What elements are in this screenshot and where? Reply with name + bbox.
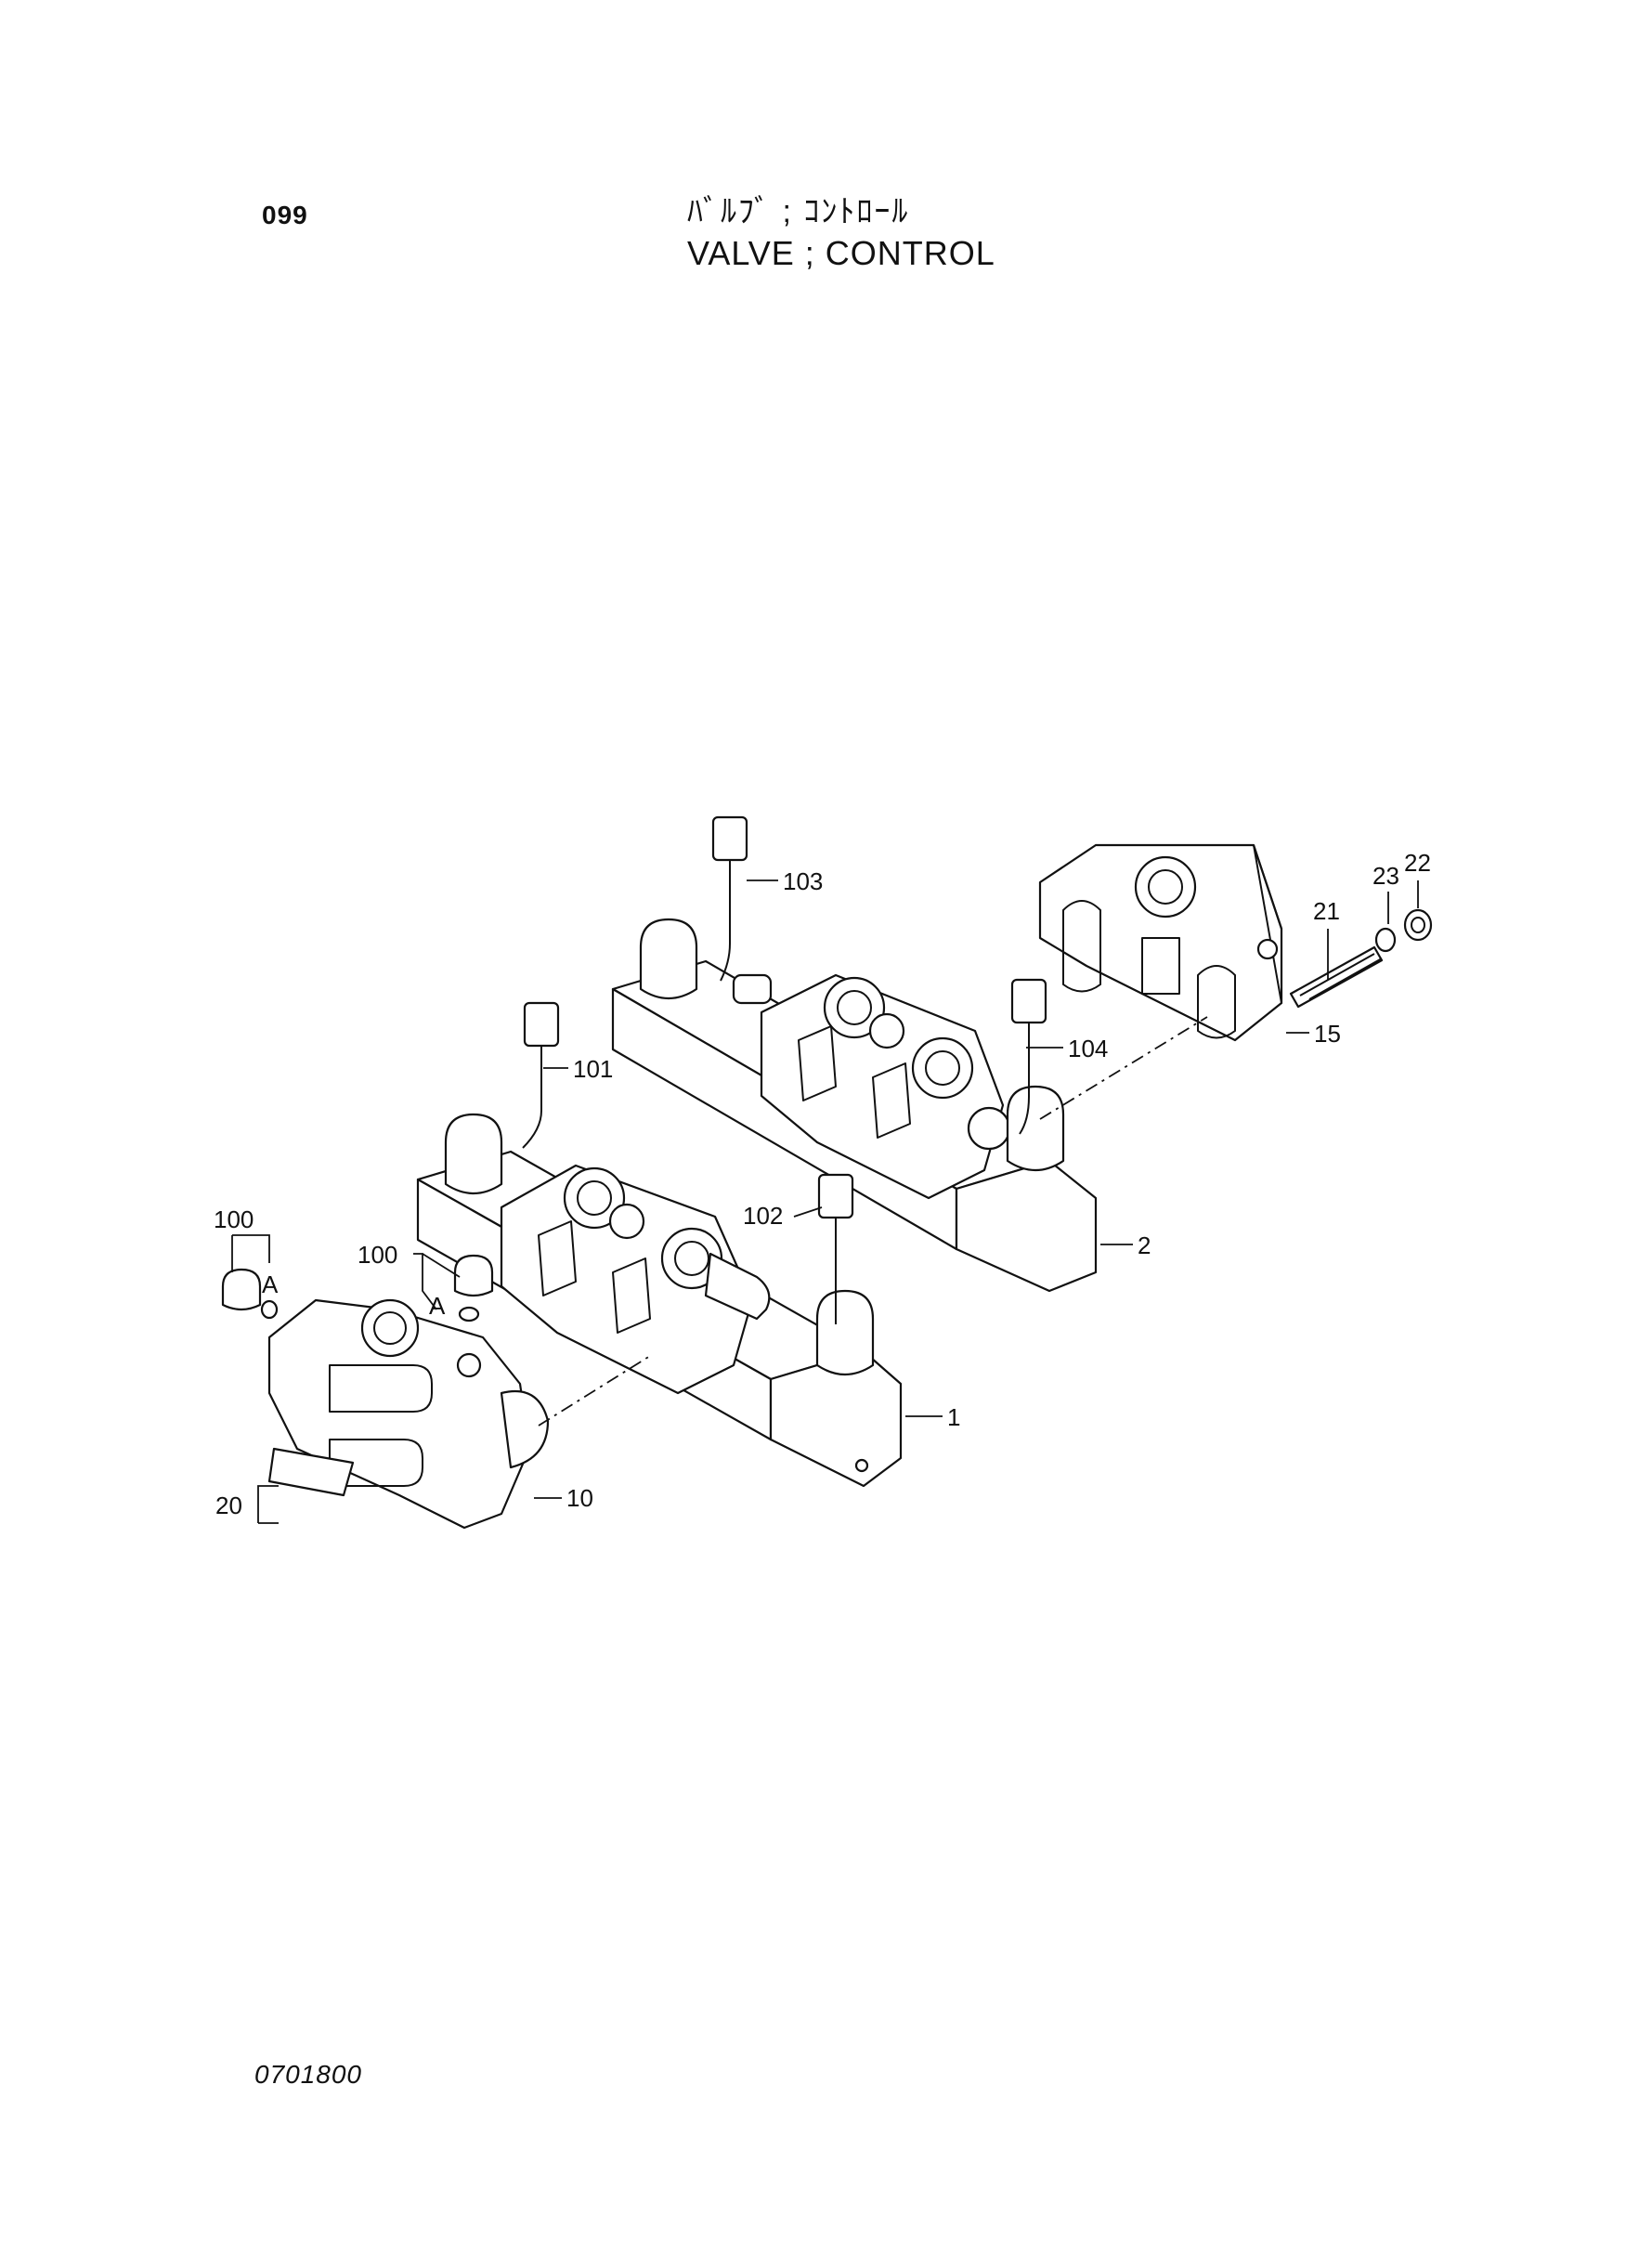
callout-22: 22	[1404, 849, 1431, 877]
title-english: VALVE ; CONTROL	[687, 234, 995, 272]
callout-101: 101	[573, 1055, 613, 1083]
callout-20: 20	[215, 1492, 242, 1519]
connector-harnesses	[522, 815, 1047, 1324]
callout-100-center: 100	[358, 1241, 397, 1269]
callout-15: 15	[1314, 1020, 1341, 1048]
valve-section-2	[611, 918, 1098, 1293]
end-cover-15	[1038, 843, 1283, 1042]
callout-1: 1	[947, 1403, 960, 1431]
callout-104: 104	[1068, 1035, 1108, 1062]
figure-number: 0701800	[254, 2060, 363, 2089]
callout-21: 21	[1313, 897, 1340, 925]
small-parts	[221, 908, 1433, 1322]
callout-a-left: A	[262, 1270, 279, 1298]
callout-102: 102	[743, 1202, 783, 1230]
callout-2: 2	[1138, 1231, 1151, 1259]
callout-10: 10	[566, 1484, 593, 1512]
leader-lines	[231, 879, 1419, 1524]
callout-103: 103	[783, 867, 823, 895]
inlet-cover-10	[267, 1298, 550, 1530]
callout-a-center: A	[429, 1292, 446, 1320]
callout-23: 23	[1372, 862, 1399, 890]
title-japanese: ﾊﾞﾙﾌﾞ ; ｺﾝﾄﾛｰﾙ	[687, 194, 910, 229]
page-number: 099	[262, 201, 308, 229]
callout-100-left: 100	[214, 1205, 254, 1233]
valve-section-1	[416, 1113, 903, 1488]
